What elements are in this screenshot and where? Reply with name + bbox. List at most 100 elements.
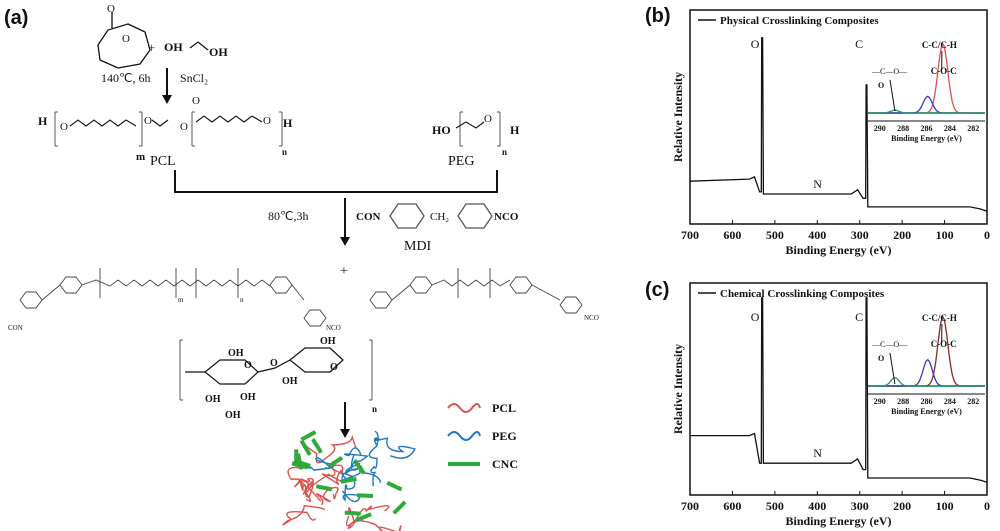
inset-peak-component bbox=[868, 109, 985, 114]
mdi-label: MDI bbox=[404, 239, 432, 254]
ethylene-glycol-chain bbox=[189, 41, 209, 51]
pcl-o3: O bbox=[180, 121, 188, 133]
inset-peak-label: C-O-C bbox=[931, 66, 957, 76]
caprolactone-ring bbox=[97, 23, 151, 69]
peg-sub-n: n bbox=[502, 147, 507, 157]
peak-label-c: C bbox=[855, 310, 863, 324]
pcl-o4: O bbox=[192, 95, 200, 107]
y-axis-label: Relative Intensity bbox=[671, 72, 685, 162]
arrow-head-1 bbox=[162, 95, 172, 104]
inset-peak-component bbox=[868, 42, 985, 114]
survey-spectrum bbox=[690, 297, 988, 483]
x-axis-label: Binding Energy (eV) bbox=[785, 514, 891, 528]
legend-label: Physical Crosslinking Composites bbox=[720, 15, 879, 27]
inset-x-label: Binding Energy (eV) bbox=[891, 407, 962, 416]
mdi-ch2: CH₂ bbox=[430, 211, 449, 223]
combine-connector bbox=[174, 170, 498, 193]
prepolymer-con: CON bbox=[8, 324, 23, 332]
cnc-rod bbox=[327, 456, 344, 469]
crosslinked-network bbox=[282, 430, 416, 531]
pcl-structure: H O O O O O H m n PCL bbox=[38, 95, 293, 169]
inset-peak-component bbox=[868, 315, 985, 387]
x-tick-label: 0 bbox=[984, 499, 990, 513]
pcl-o2: O bbox=[144, 115, 152, 127]
ring-o: O bbox=[122, 33, 130, 45]
condition-2: 80℃,3h bbox=[268, 209, 308, 223]
peg-h: H bbox=[510, 123, 520, 137]
cnc-rod bbox=[311, 438, 323, 454]
x-tick-label: 400 bbox=[808, 228, 826, 242]
cnc-oh-4: OH bbox=[320, 336, 336, 347]
inset-tick-label: 282 bbox=[967, 124, 979, 133]
cnc-oh-2: OH bbox=[205, 394, 221, 405]
legend-label-peg: PEG bbox=[492, 429, 517, 443]
inset-tick-label: 284 bbox=[944, 397, 956, 406]
inset-peak-label: C-O-C bbox=[931, 339, 957, 349]
cnc-rod bbox=[344, 510, 361, 516]
cnc-rod bbox=[315, 484, 333, 492]
cnc-o-1: O bbox=[270, 358, 278, 369]
peg-chain-strand bbox=[341, 472, 362, 503]
pcl-chain-1 bbox=[69, 119, 137, 127]
pcl-h-right: H bbox=[283, 116, 293, 130]
x-tick-label: 500 bbox=[766, 228, 784, 242]
cnc-rod bbox=[291, 461, 309, 470]
plot-frame bbox=[689, 9, 988, 225]
panel-label: (c) bbox=[645, 279, 669, 301]
diol-oh-2: OH bbox=[209, 45, 228, 59]
x-tick-label: 600 bbox=[723, 499, 741, 513]
pcl-chain-strand bbox=[294, 477, 314, 502]
prepolymer-sub-m: m bbox=[178, 296, 184, 304]
plus-sign: + bbox=[148, 40, 155, 55]
x-tick-label: 200 bbox=[893, 499, 911, 513]
peg-ho: HO bbox=[432, 123, 451, 137]
inset-peak-label: C-C/C-H bbox=[922, 313, 957, 323]
inset-tick-label: 284 bbox=[944, 124, 956, 133]
cnc-rod bbox=[353, 459, 366, 475]
peak-label-n: N bbox=[813, 446, 822, 460]
x-tick-label: 0 bbox=[984, 228, 990, 242]
cnc-rod bbox=[340, 476, 357, 484]
pcl-chain-strand bbox=[345, 505, 390, 530]
ester-label: —C—O— bbox=[871, 67, 908, 76]
panel-a-scheme: (a) O O + OH OH 140℃, 6h SnCl₂ H O O O O… bbox=[4, 3, 599, 531]
catalyst: SnCl₂ bbox=[180, 71, 208, 85]
prepolymers bbox=[19, 268, 583, 327]
pcl-chain-strand bbox=[299, 434, 357, 464]
legend-label-pcl: PCL bbox=[492, 401, 516, 415]
inset-peak-component bbox=[868, 95, 985, 114]
x-tick-label: 700 bbox=[681, 228, 699, 242]
x-tick-label: 300 bbox=[851, 499, 869, 513]
inset-tick-label: 288 bbox=[897, 124, 909, 133]
carbonyl-o: O bbox=[107, 3, 115, 15]
cnc-o-3: O bbox=[330, 362, 338, 373]
pcl-h-left: H bbox=[38, 114, 48, 128]
benzene-ring-2 bbox=[457, 203, 493, 229]
ester-o-label: O bbox=[878, 81, 884, 90]
legend-label: Chemical Crosslinking Composites bbox=[720, 288, 885, 300]
cnc-rod bbox=[300, 440, 312, 456]
pcl-chain-strand bbox=[282, 504, 325, 526]
arrow-head-2 bbox=[340, 237, 350, 246]
mdi-structure: CON CH₂ NCO MDI bbox=[356, 203, 519, 254]
panel-a-label: (a) bbox=[4, 7, 28, 29]
pcl-label: PCL bbox=[150, 154, 176, 169]
y-axis-label: Relative Intensity bbox=[671, 344, 685, 434]
cnc-rod bbox=[356, 493, 374, 498]
peg-structure: HO O H n PEG bbox=[432, 111, 520, 169]
x-tick-label: 400 bbox=[808, 499, 826, 513]
survey-spectrum bbox=[689, 37, 988, 212]
repeat-brackets bbox=[54, 111, 283, 147]
peg-label: PEG bbox=[448, 154, 474, 169]
pcl-sub-n: n bbox=[282, 147, 287, 157]
peak-label-o: O bbox=[751, 37, 760, 51]
plot-frame bbox=[689, 282, 988, 496]
peg-chain-strand bbox=[341, 454, 382, 483]
x-tick-label: 500 bbox=[766, 499, 784, 513]
pcl-chain-strand bbox=[348, 507, 402, 531]
legend-swatch-pcl bbox=[447, 403, 481, 413]
mdi-con: CON bbox=[356, 211, 381, 223]
legend-swatch-peg bbox=[447, 431, 481, 441]
